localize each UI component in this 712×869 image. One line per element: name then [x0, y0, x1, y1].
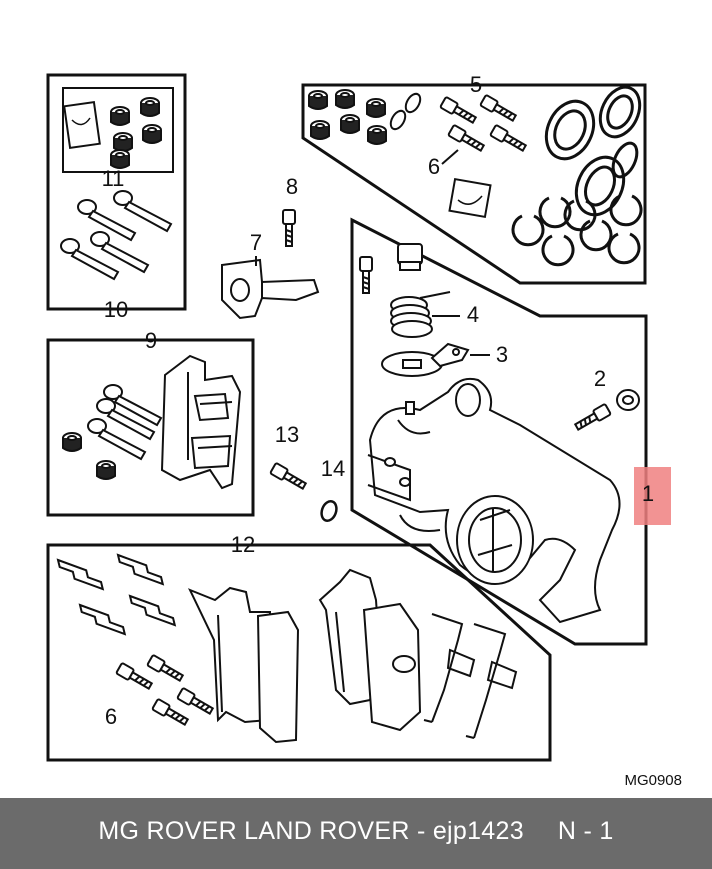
shim-icon	[52, 554, 180, 636]
guide-pin-icon	[87, 384, 162, 460]
callout-8: 8	[286, 174, 298, 199]
highlight-marker	[634, 467, 671, 525]
footer-brand: MG ROVER LAND ROVER - ejp1423	[98, 817, 524, 845]
guide-bolt-icon	[269, 461, 309, 493]
piston-seal-icon	[544, 85, 642, 217]
footer-bar: MG ROVER LAND ROVER - ejp1423 N - 1	[0, 798, 712, 869]
pad-kit-box	[46, 543, 552, 762]
exploded-parts-diagram: 5 6 8 7 11 10 9 4 3 2 1 13 14 12 6 MG090…	[46, 72, 682, 789]
mounting-bolt-icon	[282, 209, 296, 247]
callout-6-bottom: 6	[105, 704, 117, 729]
carrier-kit-box	[46, 338, 255, 517]
callout-9: 9	[145, 328, 157, 353]
grease-sachet-icon	[63, 100, 101, 150]
callout-4: 4	[467, 302, 479, 327]
spring-icon	[390, 291, 451, 338]
callout-6-top: 6	[428, 154, 440, 179]
guide-pin-icon	[60, 190, 172, 280]
circlip-icon	[511, 194, 643, 267]
caliper-assembly-box	[350, 217, 671, 646]
footer-caption: MG ROVER LAND ROVER - ejp1423 N - 1	[0, 817, 712, 846]
callout-3: 3	[496, 342, 508, 367]
o-ring-icon	[389, 92, 422, 131]
tab-washer-icon	[381, 342, 470, 377]
seal-kit-box	[301, 83, 647, 285]
callout-1: 1	[642, 481, 654, 506]
bolt-icon	[439, 93, 529, 155]
callout-5: 5	[470, 72, 482, 97]
caliper-bolt-icon	[572, 402, 612, 434]
footer-position: N - 1	[557, 817, 614, 845]
small-bolt-icon	[115, 653, 216, 729]
guide-pin-kit-box	[46, 73, 187, 311]
caliper-plug-icon	[616, 389, 640, 411]
bleed-screw-icon	[359, 256, 373, 294]
caliper-body-icon	[367, 377, 621, 624]
brake-pad-icon	[187, 568, 422, 744]
caliper-carrier-icon	[160, 354, 242, 490]
washer-icon	[320, 500, 338, 522]
callout-2: 2	[594, 366, 606, 391]
callout-13: 13	[275, 422, 299, 447]
dust-boot-icon	[110, 97, 162, 169]
caliper-bracket-icon	[221, 258, 320, 320]
small-bush-icon	[308, 89, 387, 145]
callout-14: 14	[321, 456, 345, 481]
callout-12: 12	[231, 532, 255, 557]
callout-7: 7	[250, 230, 262, 255]
diagram-reference: MG0908	[624, 772, 682, 789]
bleed-cap-icon	[397, 243, 423, 271]
callout-11: 11	[102, 166, 125, 191]
callout-10: 10	[104, 297, 128, 322]
anti-rattle-clip-icon	[423, 613, 518, 739]
grease-sachet-icon	[448, 177, 492, 219]
